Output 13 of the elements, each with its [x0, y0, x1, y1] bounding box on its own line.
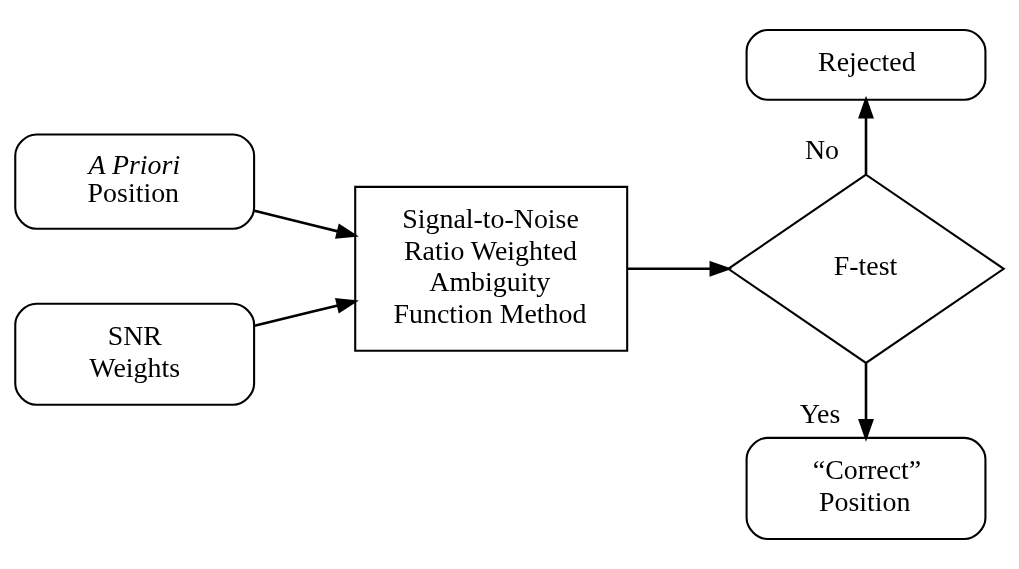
arrow: [858, 95, 874, 174]
node-diamond: F-test: [726, 173, 1006, 365]
node-box: Rejected: [745, 28, 987, 101]
node-box: “Correct” Position: [745, 436, 987, 541]
node-box: SNR Weights: [14, 302, 256, 406]
arrow: [858, 363, 874, 442]
arrow: [627, 260, 733, 277]
node-box: Signal-to-Noise Ratio Weighted Ambiguity Function Method: [354, 185, 629, 352]
edge-label: Yes: [799, 398, 841, 430]
edge-label: No: [804, 134, 840, 166]
node-box: A Priori Position: [14, 133, 256, 230]
arrow: [254, 298, 359, 327]
arrow: [254, 209, 359, 239]
